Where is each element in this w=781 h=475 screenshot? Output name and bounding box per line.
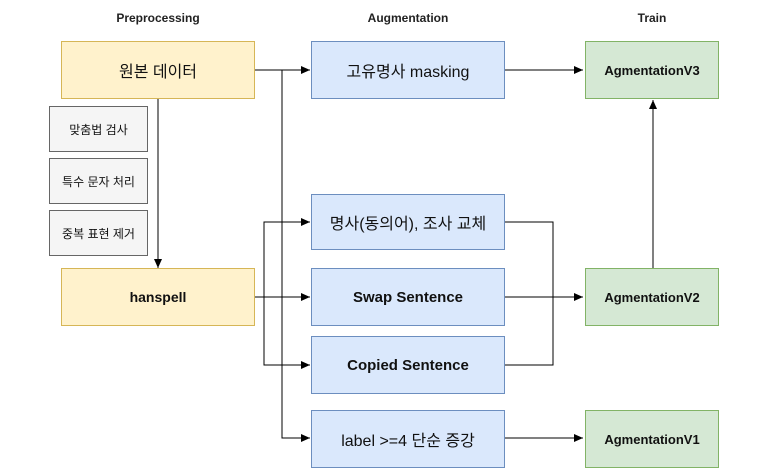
edge-synonym-to-v2 — [505, 221, 554, 366]
swap-sentence-node: Swap Sentence — [311, 268, 505, 326]
label-augment-node: label >=4 단순 증강 — [311, 410, 505, 468]
step-duplicate-removal: 중복 표현 제거 — [49, 210, 148, 256]
step-special-char: 특수 문자 처리 — [49, 158, 148, 204]
header-augmentation: Augmentation — [367, 11, 449, 25]
hanspell-node: hanspell — [61, 268, 255, 326]
edge-hanspell-to-synonym — [263, 218, 310, 297]
copied-sentence-node: Copied Sentence — [311, 336, 505, 394]
original-data-node: 원본 데이터 — [61, 41, 255, 99]
header-train: Train — [637, 11, 667, 25]
augmentation-v1-node: AgmentationV1 — [585, 410, 719, 468]
proper-noun-masking-node: 고유명사 masking — [311, 41, 505, 99]
edge-hanspell-to-copied — [263, 297, 310, 369]
header-preprocessing: Preprocessing — [116, 11, 200, 25]
augmentation-v2-node: AgmentationV2 — [585, 268, 719, 326]
step-spell-check: 맞춤법 검사 — [49, 106, 148, 152]
augmentation-v3-node: AgmentationV3 — [585, 41, 719, 99]
edge-original-to-label-augment — [254, 69, 310, 442]
synonym-swap-node: 명사(동의어), 조사 교체 — [311, 194, 505, 250]
